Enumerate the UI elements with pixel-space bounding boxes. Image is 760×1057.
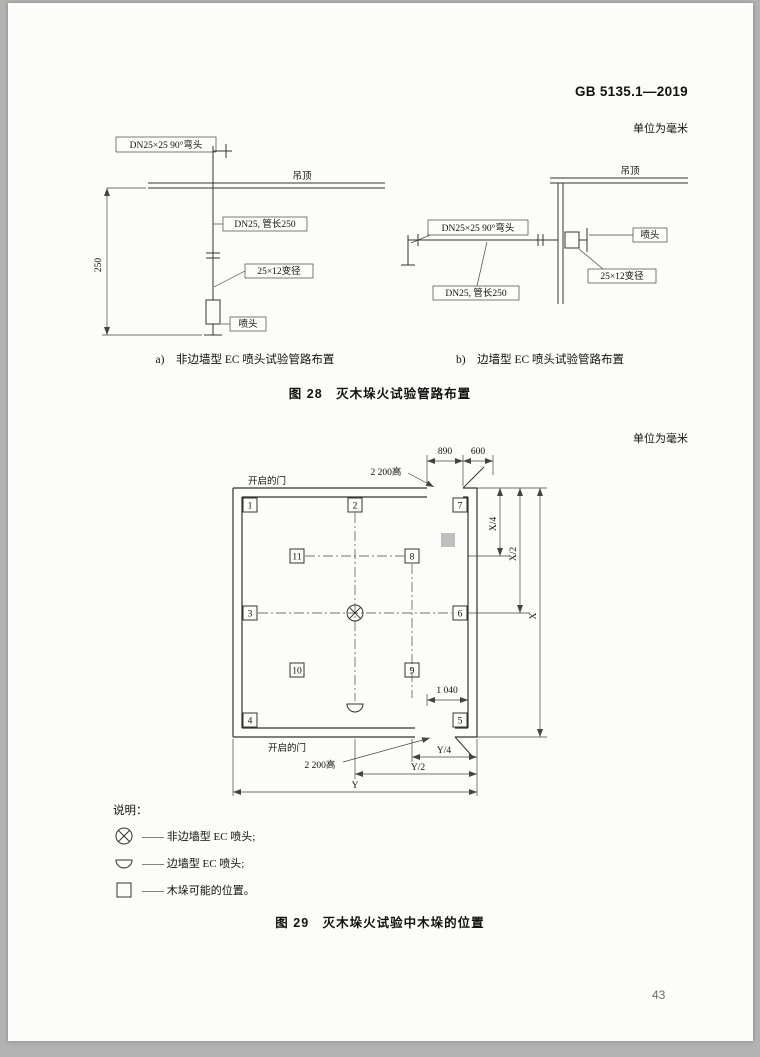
position-2: 2: [353, 502, 358, 512]
position-4: 4: [248, 717, 253, 727]
dim-1040: 1 040: [426, 686, 468, 706]
page-number: 43: [652, 988, 666, 1002]
reducer-callout-a: 25×12变径: [213, 263, 314, 288]
fig29-drawing: 1 2 7 11 8 3 6 10 9 4 5: [232, 447, 547, 796]
door-bottom-label: 开启的门: [268, 742, 306, 754]
sidewall-sprinkler-icon: [115, 859, 133, 868]
position-6: 6: [458, 610, 463, 620]
door-leaf-bottom: [454, 736, 474, 758]
legend-label-pendent: —— 非边墙型 EC 喷头;: [142, 830, 256, 843]
diagram-a-pendent-piping: 吊顶 DN25×25 90°弯头 DN25, 管长250: [94, 136, 385, 336]
position-7: 7: [458, 502, 463, 512]
ceiling-wall-lines-b: [550, 177, 688, 304]
shaded-crib-position: [441, 533, 455, 547]
pendent-sprinkler-symbol: [346, 604, 364, 622]
fig29-caption: 图 29 灭木垛火试验中木垛的位置: [275, 916, 485, 930]
standard-code: GB 5135.1—2019: [574, 84, 688, 99]
position-1: 1: [248, 502, 253, 512]
branch-pipe-b: [401, 234, 558, 266]
door-top-label: 开启的门: [248, 475, 286, 487]
legend-row-crib: —— 木垛可能的位置。: [113, 876, 255, 903]
dim-890-label: 890: [438, 447, 453, 457]
sprinkler-b: [564, 228, 588, 252]
sprinkler-callout-b: 喷头: [589, 227, 668, 243]
elbow-label-b: DN25×25 90°弯头: [442, 222, 515, 234]
center-lines: [258, 513, 452, 701]
legend-label-crib: —— 木垛可能的位置。: [142, 884, 255, 897]
legend-label-sidewall: —— 边墙型 EC 喷头;: [142, 857, 245, 870]
unit-note-mid: 单位为毫米: [633, 433, 688, 445]
position-8: 8: [410, 553, 415, 563]
fig28-caption: 图 28 灭木垛火试验管路布置: [288, 387, 472, 401]
sprinkler-a: [204, 299, 222, 336]
dim-x2-label: X/2: [509, 547, 519, 562]
pendent-sprinkler-icon: [115, 827, 133, 844]
room-walls: [232, 487, 478, 738]
pipe-callout-a: DN25, 管长250: [214, 216, 308, 232]
riser-pipe-a: [206, 144, 232, 300]
ceiling-label-b: 吊顶: [620, 166, 640, 177]
dim-y4-label: Y/4: [437, 746, 452, 756]
elbow-callout-b: DN25×25 90°弯头: [410, 219, 529, 244]
ceiling-lines-a: [148, 182, 385, 189]
position-5: 5: [458, 717, 463, 727]
position-9: 9: [410, 667, 415, 677]
elbow-callout-a: DN25×25 90°弯头: [115, 136, 217, 153]
dim-y-label: Y: [352, 781, 359, 791]
bottom-dimensions: Y/4 Y/2 Y 开启的门 2 200高: [232, 737, 478, 796]
reducer-callout-b: 25×12变径: [578, 248, 657, 284]
fig28-subcaption-a: a) 非边墙型 EC 喷头试验管路布置: [155, 354, 335, 366]
dim-250-label: 250: [94, 258, 104, 273]
fig28-subcaption-b: b) 边墙型 EC 喷头试验管路布置: [455, 354, 625, 366]
crib-position-icon: [116, 882, 132, 897]
paper-sheet: [8, 3, 753, 1041]
position-10: 10: [292, 667, 302, 677]
ceiling-label-a: 吊顶: [292, 171, 312, 182]
crib-positions: 1 2 7 11 8 3 6 10 9 4 5: [242, 497, 468, 728]
pipe-label-a: DN25, 管长250: [234, 218, 295, 230]
legend-row-pendent: —— 非边墙型 EC 喷头;: [113, 822, 255, 849]
dim-x-label: X: [529, 612, 539, 619]
unit-note-top: 单位为毫米: [633, 123, 688, 135]
legend-title: 说明：: [113, 805, 148, 817]
dim-x4-label: X/4: [489, 517, 499, 532]
crib-position-numbers: 1 2 7 11 8 3 6 10 9 4 5: [248, 502, 463, 727]
legend-row-sidewall: —— 边墙型 EC 喷头;: [113, 849, 255, 876]
sprinkler-label-a: 喷头: [238, 318, 257, 330]
dim-600-label: 600: [471, 447, 486, 457]
dim-y2-label: Y/2: [411, 763, 426, 773]
door-leaf-top: [462, 466, 485, 489]
elbow-label-a: DN25×25 90°弯头: [130, 139, 203, 151]
pipe-callout-b: DN25, 管长250: [432, 241, 520, 301]
sprinkler-label-b: 喷头: [640, 229, 659, 241]
right-dimensions: X/4 X/2 X: [468, 487, 547, 738]
sidewall-sprinkler-symbol: [346, 703, 364, 713]
top-dimensions: 890 600 2 200高 开启的门: [248, 447, 494, 488]
sprinkler-callout-a: 喷头: [221, 316, 267, 332]
position-11: 11: [292, 553, 301, 563]
dimension-250: 250: [94, 187, 202, 336]
door-height-top-label: 2 200高: [371, 466, 402, 478]
diagram-b-sidewall-piping: 吊顶 DN25×25 90°弯头: [401, 166, 688, 304]
pipe-label-b: DN25, 管长250: [445, 287, 506, 299]
reducer-label-a: 25×12变径: [257, 265, 301, 277]
position-3: 3: [248, 610, 253, 620]
door-height-bottom-label: 2 200高: [305, 759, 336, 771]
legend: 说明： —— 非边墙型 EC 喷头; —— 边墙型 EC 喷头; —— 木垛可能…: [113, 802, 255, 903]
crib-position-boxes: [242, 497, 468, 728]
reducer-label-b: 25×12变径: [600, 270, 644, 282]
fig28-drawing: 吊顶 DN25×25 90°弯头 DN25, 管长250: [94, 136, 688, 336]
dim-1040-label: 1 040: [436, 686, 458, 696]
